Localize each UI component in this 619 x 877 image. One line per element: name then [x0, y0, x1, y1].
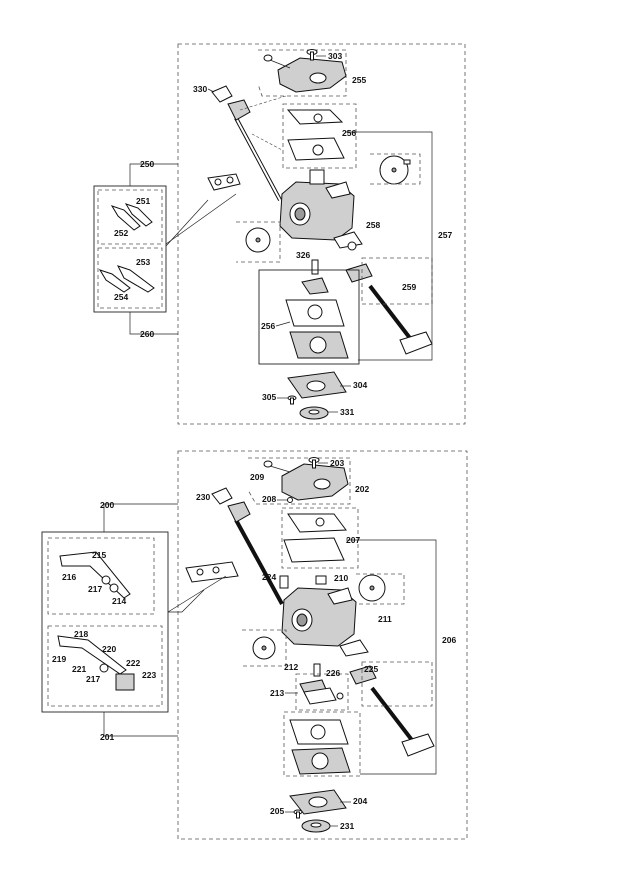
label-226: 226: [326, 668, 340, 678]
label-219: 219: [52, 654, 66, 664]
label-205: 205: [270, 806, 284, 816]
bottom-kit-jets-b: [57, 635, 135, 691]
label-209: 209: [250, 472, 264, 482]
bottom-screw-203: [308, 457, 320, 469]
label-254: 254: [114, 292, 128, 302]
bottom-throttle-disc: [252, 636, 276, 660]
top-cover-port: [309, 72, 327, 84]
label-217a: 217: [88, 584, 102, 594]
label-326: 326: [296, 250, 310, 260]
bottom-213-frame: [295, 673, 349, 711]
bottom-lever-225: [339, 639, 369, 657]
top-kit-needles-b: [98, 265, 155, 293]
label-201: 201: [100, 732, 114, 742]
label-257: 257: [438, 230, 452, 240]
label-213: 213: [270, 688, 284, 698]
bottom-choke-disc: [358, 574, 386, 602]
top-needle-326: [301, 259, 329, 295]
label-252: 252: [114, 228, 128, 238]
top-metering-cover: [287, 371, 347, 399]
bottom-pump-diaphragm: [283, 537, 345, 563]
label-260: 260: [140, 329, 154, 339]
label-217b: 217: [86, 674, 100, 684]
label-214: 214: [112, 596, 126, 606]
label-304: 304: [353, 380, 367, 390]
bottom-metering-cover: [289, 789, 347, 815]
label-225: 225: [364, 664, 378, 674]
top-metering-gasket: [285, 299, 349, 359]
top-washer-331: [299, 406, 329, 420]
label-221: 221: [72, 664, 86, 674]
label-305: 305: [262, 392, 276, 402]
bottom-kit-frame: [41, 531, 169, 713]
top-assembly: 303 255 330 256 250 251 252 253 254 260 …: [93, 43, 466, 425]
label-256a: 256: [342, 128, 356, 138]
label-200: 200: [100, 500, 114, 510]
bottom-screw-209: [263, 460, 291, 473]
bottom-metering-lever: [303, 687, 344, 705]
bottom-ball-208: [287, 497, 293, 503]
bottom-spring-210: [315, 575, 327, 585]
bottom-needle-212: [313, 663, 321, 677]
label-224: 224: [262, 572, 276, 582]
label-212: 212: [284, 662, 298, 672]
bottom-throttle-shaft: [211, 487, 284, 605]
label-251: 251: [136, 196, 150, 206]
label-211: 211: [378, 614, 392, 624]
label-208: 208: [262, 494, 276, 504]
label-206: 206: [442, 635, 456, 645]
top-cover-screw: [263, 54, 291, 69]
bottom-adjust-screws: [185, 561, 239, 583]
top-lever-258: [333, 231, 363, 251]
top-kit-needles-a: [110, 203, 153, 231]
top-choke-shaft: [345, 263, 433, 355]
label-220: 220: [102, 644, 116, 654]
top-screw-305: [287, 395, 297, 405]
bottom-screw-205: [293, 809, 303, 819]
top-cover-frame: [257, 49, 347, 97]
top-choke-disc: [379, 155, 411, 185]
label-202: 202: [355, 484, 369, 494]
label-204: 204: [353, 796, 367, 806]
label-256b: 256: [261, 321, 275, 331]
bottom-choke-shaft: [349, 665, 435, 757]
top-carburetor-body: [279, 169, 355, 241]
bottom-spring-224: [279, 575, 289, 589]
bottom-metering-frame: [283, 711, 361, 777]
label-223: 223: [142, 670, 156, 680]
bottom-carburetor-body: [281, 587, 357, 647]
label-259: 259: [402, 282, 416, 292]
bottom-metering-gasket: [289, 719, 351, 775]
bottom-main-frame: [177, 450, 468, 840]
label-253: 253: [136, 257, 150, 267]
label-207: 207: [346, 535, 360, 545]
label-203: 203: [330, 458, 344, 468]
label-210: 210: [334, 573, 348, 583]
label-255: 255: [352, 75, 366, 85]
bottom-kit-jets-a: [59, 551, 131, 599]
label-218: 218: [74, 629, 88, 639]
label-250: 250: [140, 159, 154, 169]
label-330: 330: [193, 84, 207, 94]
top-throttle-shaft: [211, 85, 282, 201]
label-331: 331: [340, 407, 354, 417]
top-metering-frame: [258, 269, 360, 365]
label-258: 258: [366, 220, 380, 230]
top-throttle-disc: [245, 227, 271, 253]
label-222: 222: [126, 658, 140, 668]
label-216: 216: [62, 572, 76, 582]
top-adjust-screws: [207, 173, 241, 191]
top-screw-303: [306, 49, 318, 61]
bottom-assembly: 203 209 208 202 230 200 207 215 216 217 …: [41, 450, 468, 840]
top-gasket-frame: [282, 103, 357, 169]
top-main-frame: [177, 43, 466, 425]
label-303: 303: [328, 51, 342, 61]
label-231: 231: [340, 821, 354, 831]
bottom-washer-231: [301, 819, 331, 833]
label-230: 230: [196, 492, 210, 502]
label-215: 215: [92, 550, 106, 560]
